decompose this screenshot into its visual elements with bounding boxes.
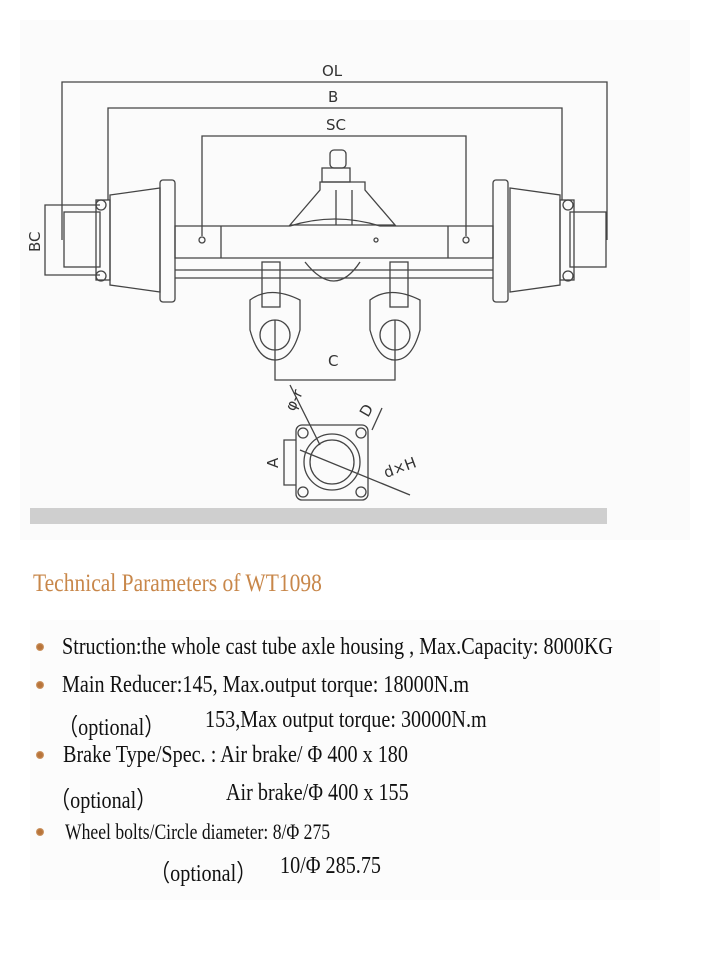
optional-label: （optional）: [58, 715, 165, 741]
spec-brake-optional: Air brake/Φ 400 x 155: [226, 780, 409, 806]
spec-structure: Struction:the whole cast tube axle housi…: [62, 634, 613, 660]
right-wheel-hub: [492, 179, 607, 303]
spec-brake: Brake Type/Spec. : Air brake/ Φ 400 x 18…: [63, 742, 408, 768]
label-d: D: [356, 401, 377, 420]
label-phi-r: φ-r: [281, 386, 307, 414]
brake-chamber-left: [249, 261, 301, 372]
dimension-b: B: [107, 88, 563, 200]
label-bc: BC: [26, 231, 44, 252]
label-dxh: d×H: [381, 453, 419, 481]
bullet-icon: [36, 828, 44, 836]
flange-detail: A φ-r D d×H: [264, 384, 419, 501]
spec-main-reducer-optional: 153,Max output torque: 30000N.m: [205, 707, 487, 733]
axle-housing: [174, 218, 494, 282]
optional-label: （optional）: [150, 861, 257, 887]
dimension-bc: BC: [26, 204, 100, 276]
label-b: B: [328, 88, 338, 106]
axle-diagram: OL B SC BC: [26, 62, 608, 524]
section-title: Technical Parameters of WT1098: [33, 570, 322, 597]
label-sc: SC: [326, 116, 346, 134]
left-wheel-hub: [63, 179, 176, 303]
background-panel: [20, 20, 690, 540]
differential-head: [288, 149, 397, 226]
brake-chamber-right: [369, 261, 421, 372]
bullet-icon: [36, 643, 44, 651]
spec-main-reducer: Main Reducer:145, Max.output torque: 180…: [62, 672, 470, 698]
background-panel: [30, 620, 660, 900]
divider-bar: [30, 508, 607, 524]
label-ol: OL: [322, 62, 343, 80]
bullet-icon: [36, 681, 44, 689]
spec-wheel-bolts: Wheel bolts/Circle diameter: 8/Φ 275: [65, 819, 331, 844]
spec-wheel-bolts-optional: 10/Φ 285.75: [280, 853, 381, 879]
dimension-ol: OL: [61, 62, 608, 240]
dimension-c: C: [274, 352, 396, 381]
label-a: A: [264, 457, 282, 468]
label-c: C: [328, 352, 338, 370]
dimension-sc: SC: [201, 116, 467, 236]
optional-label: （optional）: [50, 788, 157, 814]
bullet-icon: [36, 751, 44, 759]
